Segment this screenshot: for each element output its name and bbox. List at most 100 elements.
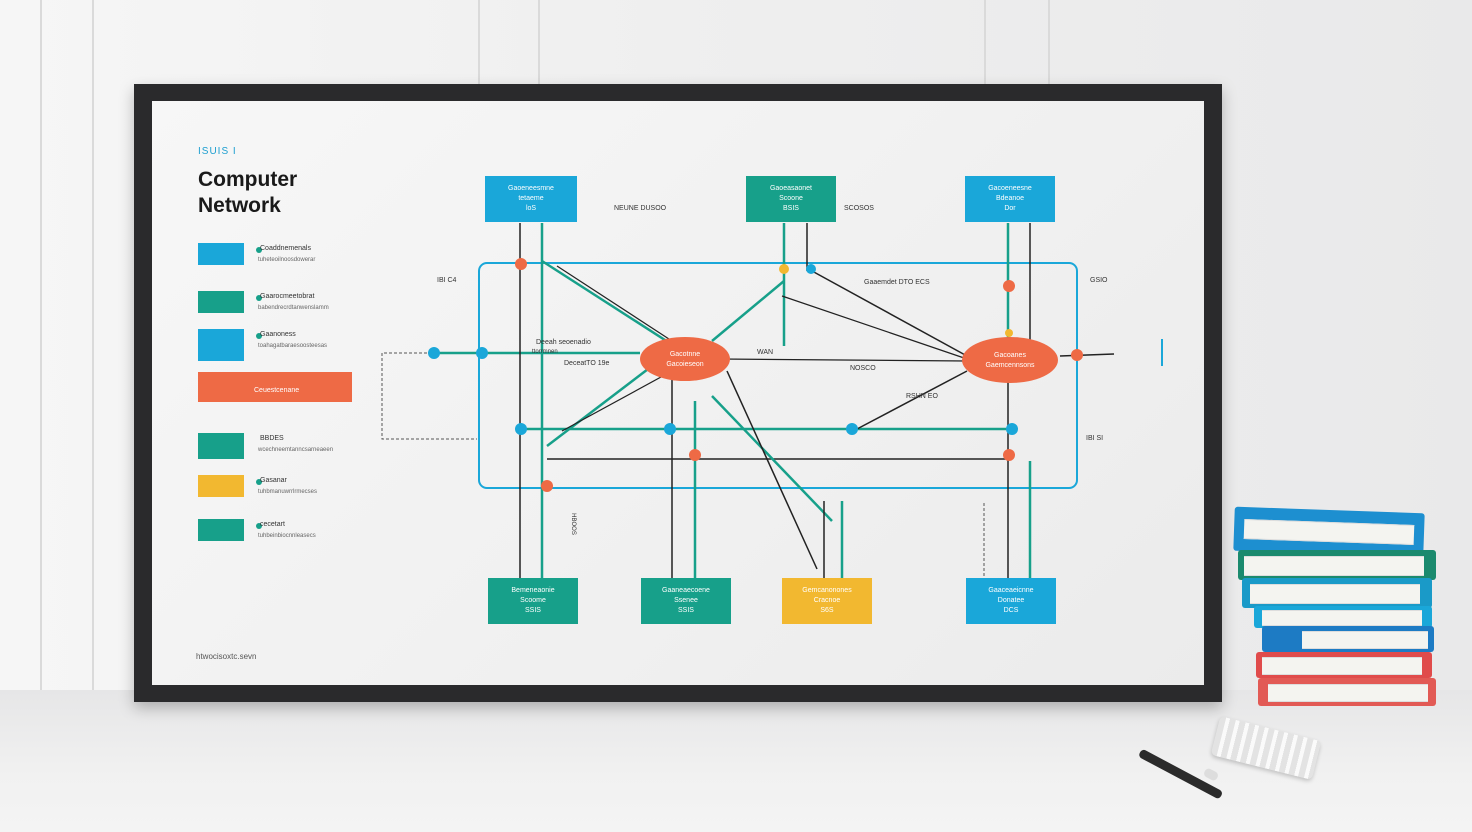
black-link	[726, 370, 818, 570]
legend-label: BBDES	[260, 435, 284, 442]
poster-title: Computer Network	[198, 168, 298, 217]
legend-bullet-icon	[256, 479, 262, 485]
node-label: Gemcanonones	[802, 587, 852, 594]
node-label: Gaaceaeicnne	[988, 587, 1034, 594]
node-label: Scoone	[779, 195, 803, 202]
legend-bullet-icon	[256, 247, 262, 253]
top-node: Gaoeasaonet Scoone BSIS	[746, 176, 836, 222]
legend-sub: tuheteoilnoosdowerar	[258, 257, 316, 263]
node-label: Gaoeasaonet	[769, 185, 813, 192]
port-icon	[515, 423, 527, 435]
node-label: Dor	[1004, 205, 1016, 212]
legend-sub: tuhbmanuwrrlrmecses	[258, 489, 318, 495]
network-boundary	[478, 262, 1078, 489]
node-label: loS	[525, 205, 537, 212]
port-icon	[1003, 280, 1015, 292]
hub-label: Gacoieseon	[666, 361, 704, 368]
book-pages	[1244, 556, 1424, 576]
node-label: SSIS	[525, 607, 541, 614]
port-icon	[1006, 423, 1018, 435]
node-label: Cracnoe	[813, 597, 841, 604]
wall-panel-line	[92, 0, 94, 690]
node-label: Donatee	[997, 597, 1025, 604]
book-pages	[1262, 657, 1422, 675]
port-icon	[1003, 449, 1015, 461]
port-icon	[846, 423, 858, 435]
black-link	[856, 370, 968, 430]
edge-label: NOSCO	[850, 365, 876, 372]
legend-sub: wcechneemtanncsarneaeen	[258, 447, 334, 453]
book-pages	[1243, 519, 1415, 545]
green-link	[711, 395, 833, 522]
legend-bullet-icon	[256, 333, 262, 339]
legend-swatch	[198, 329, 244, 361]
black-link	[1059, 353, 1115, 357]
port-icon	[1005, 329, 1013, 337]
legend-highlight-bar	[198, 372, 352, 402]
green-link	[711, 280, 785, 342]
black-link	[556, 265, 673, 342]
hub-right-label: Gacoanes Gaemcennsons	[970, 351, 1050, 371]
legend-sub: tuhbeinbiocnnleasecs	[258, 533, 316, 539]
node-label: Gaaneaecoene	[662, 587, 710, 594]
legend-bullet-icon	[256, 295, 262, 301]
node-label: DCS	[1003, 607, 1019, 614]
edge-label: GSIO	[1090, 277, 1108, 284]
green-link	[541, 259, 683, 353]
bottom-node: Gaaceaeicnne Donatee DCS	[966, 578, 1056, 624]
legend-label: Gaanoness	[260, 331, 296, 338]
edge-label: NEUNE DUSOO	[614, 205, 667, 212]
floor	[0, 690, 1472, 832]
edge-label: DeceatTO 19e	[564, 360, 610, 367]
legend-label: Coaddnemenals	[260, 245, 311, 252]
node-label: Ssenee	[674, 597, 698, 604]
poster-footer: htwocisoxtc.sevn	[196, 652, 257, 661]
legend-swatch	[198, 243, 244, 265]
edge-label: SCOSOS	[844, 205, 874, 212]
node-label: SSIS	[678, 607, 694, 614]
hub-label: Gacotnne	[669, 351, 701, 358]
node-label: Gaoeneesmne	[508, 185, 554, 192]
bottom-node: Gaaneaecoene Ssenee SSIS	[641, 578, 731, 624]
black-link	[719, 358, 968, 362]
port-icon	[806, 264, 816, 274]
book-pages	[1250, 584, 1420, 604]
port-icon	[779, 264, 789, 274]
bottom-node: Gemcanonones Cracnoe S6S	[782, 578, 872, 624]
book	[1262, 626, 1434, 652]
port-icon	[541, 480, 553, 492]
legend-label: Gasanar	[260, 477, 287, 484]
black-link	[781, 295, 968, 360]
hub-left	[640, 337, 730, 381]
network-diagram	[381, 223, 1163, 579]
hub-left-label: Gacotnne Gacoieseon	[647, 350, 723, 370]
book	[1254, 606, 1432, 628]
node-label: Gacoeneesne	[988, 185, 1032, 192]
legend-swatch	[198, 519, 244, 541]
edge-label: WAN	[757, 349, 774, 356]
book-pages	[1262, 610, 1422, 626]
dashed-link	[381, 352, 477, 440]
edge-label: RSHN EO	[906, 393, 938, 400]
port-icon	[689, 449, 701, 461]
book	[1242, 578, 1432, 608]
node-label: Bemeneaonie	[511, 587, 555, 594]
wall-panel-line	[40, 0, 42, 690]
book-pages	[1268, 684, 1428, 702]
hub-label: Gacoanes	[994, 352, 1026, 359]
edge-label: Deeah seoenadio	[536, 339, 591, 346]
node-label: Bdeanoe	[995, 195, 1025, 202]
edge-label: IBI C4	[437, 277, 457, 284]
edge-label: IBI SI	[1086, 435, 1104, 442]
legend-label: Ceuestcenane	[254, 387, 300, 394]
book	[1238, 550, 1436, 580]
legend-swatch	[198, 433, 244, 459]
edge-label: Gaaemdet DTO ECS	[864, 279, 930, 286]
port-icon	[476, 347, 488, 359]
top-node: Gacoeneesne Bdeanoe Dor	[965, 176, 1055, 222]
node-label: tetaeme	[518, 195, 544, 202]
legend-sub: toahagatbaraesoosteesas	[258, 343, 328, 349]
port-icon	[664, 423, 676, 435]
poster: ISUIS I Computer Network Coaddnemenals t…	[152, 101, 1204, 685]
port-icon	[428, 347, 440, 359]
